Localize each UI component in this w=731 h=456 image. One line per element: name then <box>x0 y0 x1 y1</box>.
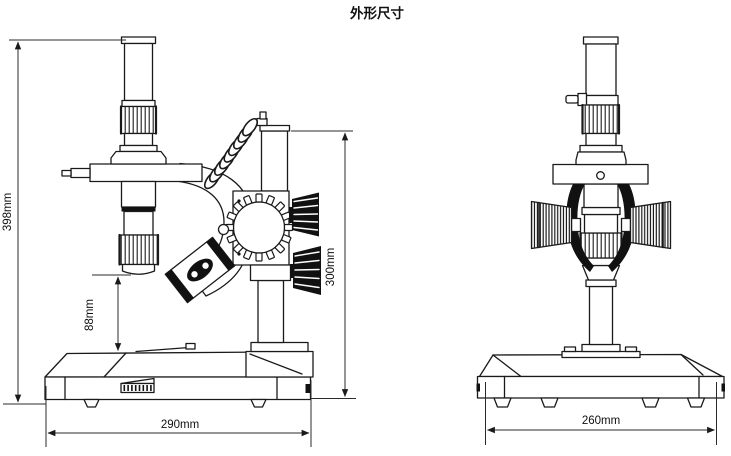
front-base-front-face <box>476 375 725 399</box>
side-base-latch <box>185 342 196 350</box>
dimension-base-width-side: 290mm <box>45 380 312 447</box>
front-column-body <box>588 285 614 346</box>
dimension-label-260mm: 260mm <box>582 415 620 427</box>
dimension-lens-to-base: 88mm <box>84 274 131 352</box>
side-lens-barrel <box>118 180 160 275</box>
front-arm-prongs <box>566 184 636 272</box>
side-base-tick <box>305 384 312 393</box>
front-tube-pin-tip <box>565 94 579 104</box>
front-tube-cap <box>582 36 619 45</box>
side-base <box>44 342 312 408</box>
front-prong-left <box>566 184 594 272</box>
front-tube-shoulder <box>575 151 627 166</box>
dimension-column-height: 300mm <box>291 130 356 399</box>
front-knob-left <box>530 200 573 250</box>
side-view <box>44 36 321 408</box>
side-clamp <box>164 236 236 304</box>
side-focus-wheel <box>217 193 294 262</box>
front-foot-1 <box>493 397 512 408</box>
barrel-holder <box>120 180 157 208</box>
side-base-foot-right <box>250 398 267 408</box>
side-column <box>245 111 314 378</box>
arm-beam <box>89 163 203 183</box>
front-foot-4 <box>686 397 706 408</box>
front-column-cap <box>585 279 617 288</box>
front-knob-right <box>629 200 672 250</box>
front-prong-right <box>608 184 636 272</box>
cable-connector-tip <box>259 111 267 120</box>
dimension-base-width-front: 260mm <box>485 382 717 445</box>
front-mount-flange <box>581 343 621 353</box>
tube-cap <box>120 36 157 45</box>
front-tube-collar <box>582 94 619 106</box>
focus-wheel-teeth <box>224 193 294 262</box>
dimension-label-300mm: 300mm <box>325 248 337 286</box>
front-holder-plate <box>552 163 649 185</box>
side-base-lever <box>135 346 190 353</box>
side-knobs <box>289 192 321 295</box>
side-knob-lower <box>293 246 321 295</box>
side-mount-block <box>245 350 314 378</box>
objective-cap <box>121 263 156 275</box>
barrel-knurled-ring <box>118 234 159 266</box>
dimension-overall-height: 398mm <box>2 39 126 405</box>
side-camera-tube <box>110 36 167 165</box>
side-base-front-face <box>44 376 312 401</box>
side-column-upper <box>260 130 289 192</box>
side-base-grille <box>120 382 155 394</box>
front-view <box>476 36 725 408</box>
side-base-foot-left <box>83 398 100 408</box>
front-foot-2 <box>540 397 559 408</box>
tube-shoulder <box>110 150 167 165</box>
side-base-grille-ribs <box>123 385 152 391</box>
barrel-dark-band <box>121 207 156 212</box>
tube-knurled-ring <box>120 105 157 135</box>
front-tube-pin-stem <box>577 92 588 107</box>
dimension-label-88mm: 88mm <box>84 299 96 331</box>
drawing-title: 外形尺寸 <box>350 5 404 21</box>
arm-pin-tip <box>61 169 72 177</box>
tube-flange <box>119 144 158 153</box>
tube-body <box>123 42 154 102</box>
arm-pin-stem <box>70 167 91 179</box>
front-tube-body <box>585 43 617 97</box>
dimension-label-398mm: 398mm <box>2 193 14 231</box>
front-foot-3 <box>641 397 660 408</box>
front-column <box>561 279 641 359</box>
front-base <box>476 353 725 408</box>
tube-lower <box>123 132 154 147</box>
plate-screw <box>596 171 605 180</box>
dimension-annotations: 398mm 88mm 300mm 290mm 260mm <box>2 39 717 447</box>
front-barrel-knurl <box>579 232 623 259</box>
tube-collar <box>121 99 156 108</box>
barrel-body <box>123 210 154 236</box>
coil-cable <box>203 117 259 190</box>
front-camera-tube <box>565 36 627 166</box>
side-column-lower <box>257 279 285 344</box>
front-knobs <box>530 200 672 250</box>
clamp-screw <box>217 223 230 236</box>
side-mount-flange <box>250 341 309 353</box>
side-column-collar <box>249 264 292 282</box>
front-tube-knurl <box>581 104 620 135</box>
dimension-label-290mm: 290mm <box>161 419 199 431</box>
side-column-cap <box>259 124 291 132</box>
front-mount-plate <box>561 350 641 359</box>
